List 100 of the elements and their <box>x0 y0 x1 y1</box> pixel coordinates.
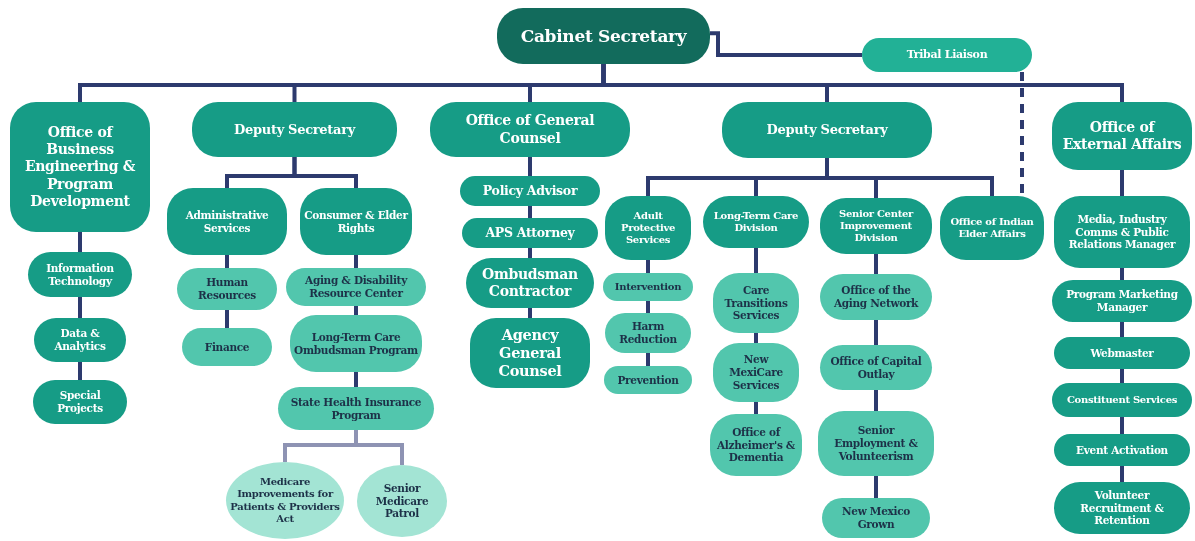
box-label: Intervention <box>614 280 682 294</box>
box-label: Prevention <box>617 373 679 387</box>
box-label: Agency General Counsel <box>497 326 563 380</box>
box-label: Senior Employment & Volunteerism <box>833 424 919 463</box>
org-box <box>820 198 932 254</box>
box-label: State Health Insurance Program <box>289 395 423 422</box>
org-box <box>703 196 809 248</box>
org-box <box>177 268 277 310</box>
box-label: Office of Indian Elder Affairs <box>949 215 1035 241</box>
box-label: Constituent Services <box>1066 393 1178 407</box>
org-box <box>1054 482 1190 534</box>
box-label: Human Resources <box>197 276 257 302</box>
box-label: APS Attorney <box>485 225 575 241</box>
box-label: Deputy Secretary <box>234 121 355 138</box>
box-label: New MexiCare Services <box>728 353 784 392</box>
box-label: Office of External Affairs <box>1061 118 1183 154</box>
connector-line <box>646 301 650 313</box>
box-label: Long-Term Care Division <box>712 209 800 235</box>
org-box <box>290 315 422 372</box>
box-label: Long-Term Care Ombudsman Program <box>294 330 418 357</box>
org-box <box>1054 434 1190 466</box>
org-box <box>713 273 799 333</box>
org-box <box>1052 280 1192 322</box>
box-label: Program Marketing Manager <box>1065 288 1179 314</box>
org-box <box>430 102 630 157</box>
box-label: Harm Reduction <box>618 320 678 346</box>
box-label: Adult Protective Services <box>619 209 677 247</box>
org-box <box>182 328 272 366</box>
org-box <box>278 387 434 430</box>
org-box <box>820 274 932 320</box>
connector-line <box>874 254 878 274</box>
box-label: Webmaster <box>1090 346 1154 360</box>
connector-line <box>754 333 758 343</box>
org-box <box>862 38 1032 72</box>
org-box <box>470 318 590 388</box>
connector-line <box>874 320 878 345</box>
box-label: New Mexico Grown <box>841 505 911 531</box>
box-label: Volunteer Recruitment & Retention <box>1079 488 1165 528</box>
connector-line <box>1120 170 1124 196</box>
connector-line <box>1120 369 1124 383</box>
org-box <box>820 345 932 390</box>
connector-line <box>874 476 878 498</box>
org-box <box>34 318 126 362</box>
box-label: Media, Industry Comms & Public Relations Manager <box>1067 212 1177 252</box>
connector-line <box>354 306 358 315</box>
org-box <box>818 411 934 476</box>
connector-line <box>754 402 758 414</box>
connector-line <box>528 248 532 258</box>
connector-line <box>528 206 532 218</box>
org-box <box>605 196 691 260</box>
box-label: Information Technology <box>45 261 115 288</box>
connector-line <box>225 255 229 268</box>
connector-line <box>646 353 650 366</box>
connector-line <box>78 297 82 318</box>
connector-line <box>646 260 650 273</box>
box-label: Senior Center Improvement Division <box>838 207 915 245</box>
connector-line <box>354 372 358 387</box>
org-box <box>33 380 127 424</box>
connector-line <box>528 308 532 318</box>
org-box <box>1054 337 1190 369</box>
org-box <box>822 498 930 538</box>
org-box <box>940 196 1044 260</box>
box-label: Deputy Secretary <box>766 122 888 138</box>
org-box <box>1052 102 1192 170</box>
connector-line <box>1120 322 1124 337</box>
connector-line <box>292 157 358 188</box>
box-label: Aging & Disability Resource Center <box>304 274 409 300</box>
org-box <box>460 176 600 206</box>
connector-line <box>354 430 404 465</box>
connector-line <box>874 390 878 411</box>
box-label: Cabinet Secretary <box>520 25 687 47</box>
org-box <box>167 188 287 255</box>
connector-line <box>1120 417 1124 434</box>
connector-line <box>601 64 1124 102</box>
org-box <box>192 102 397 157</box>
box-label: Data & Analytics <box>53 327 107 353</box>
connector-line <box>78 362 82 380</box>
box-label: Office of Alzheimer's & Dementia <box>715 425 797 465</box>
org-box <box>300 188 412 255</box>
box-label: Office of General Counsel <box>464 112 596 147</box>
box-label: Consumer & Elder Rights <box>304 208 408 235</box>
box-label: Senior Medicare Patrol <box>374 481 430 521</box>
box-label: Office of Business Engineering & Program Development <box>23 124 137 210</box>
box-label: Care Transitions Services <box>723 283 789 323</box>
org-box <box>603 273 693 301</box>
org-box <box>605 313 691 353</box>
connector-line <box>754 248 758 273</box>
org-box <box>1054 196 1190 268</box>
connector-line <box>1120 268 1124 280</box>
org-box <box>466 258 594 308</box>
org-box <box>497 8 710 64</box>
org-box <box>462 218 598 248</box>
org-box <box>1052 383 1192 417</box>
connector-line <box>528 157 532 176</box>
box-label: Finance <box>204 340 250 354</box>
box-label: Administrative Services <box>184 208 270 235</box>
box-label: Ombudsman Contractor <box>481 265 579 301</box>
box-label: Tribal Liaison <box>906 48 988 62</box>
org-box <box>713 343 799 402</box>
connector-line <box>710 31 862 57</box>
